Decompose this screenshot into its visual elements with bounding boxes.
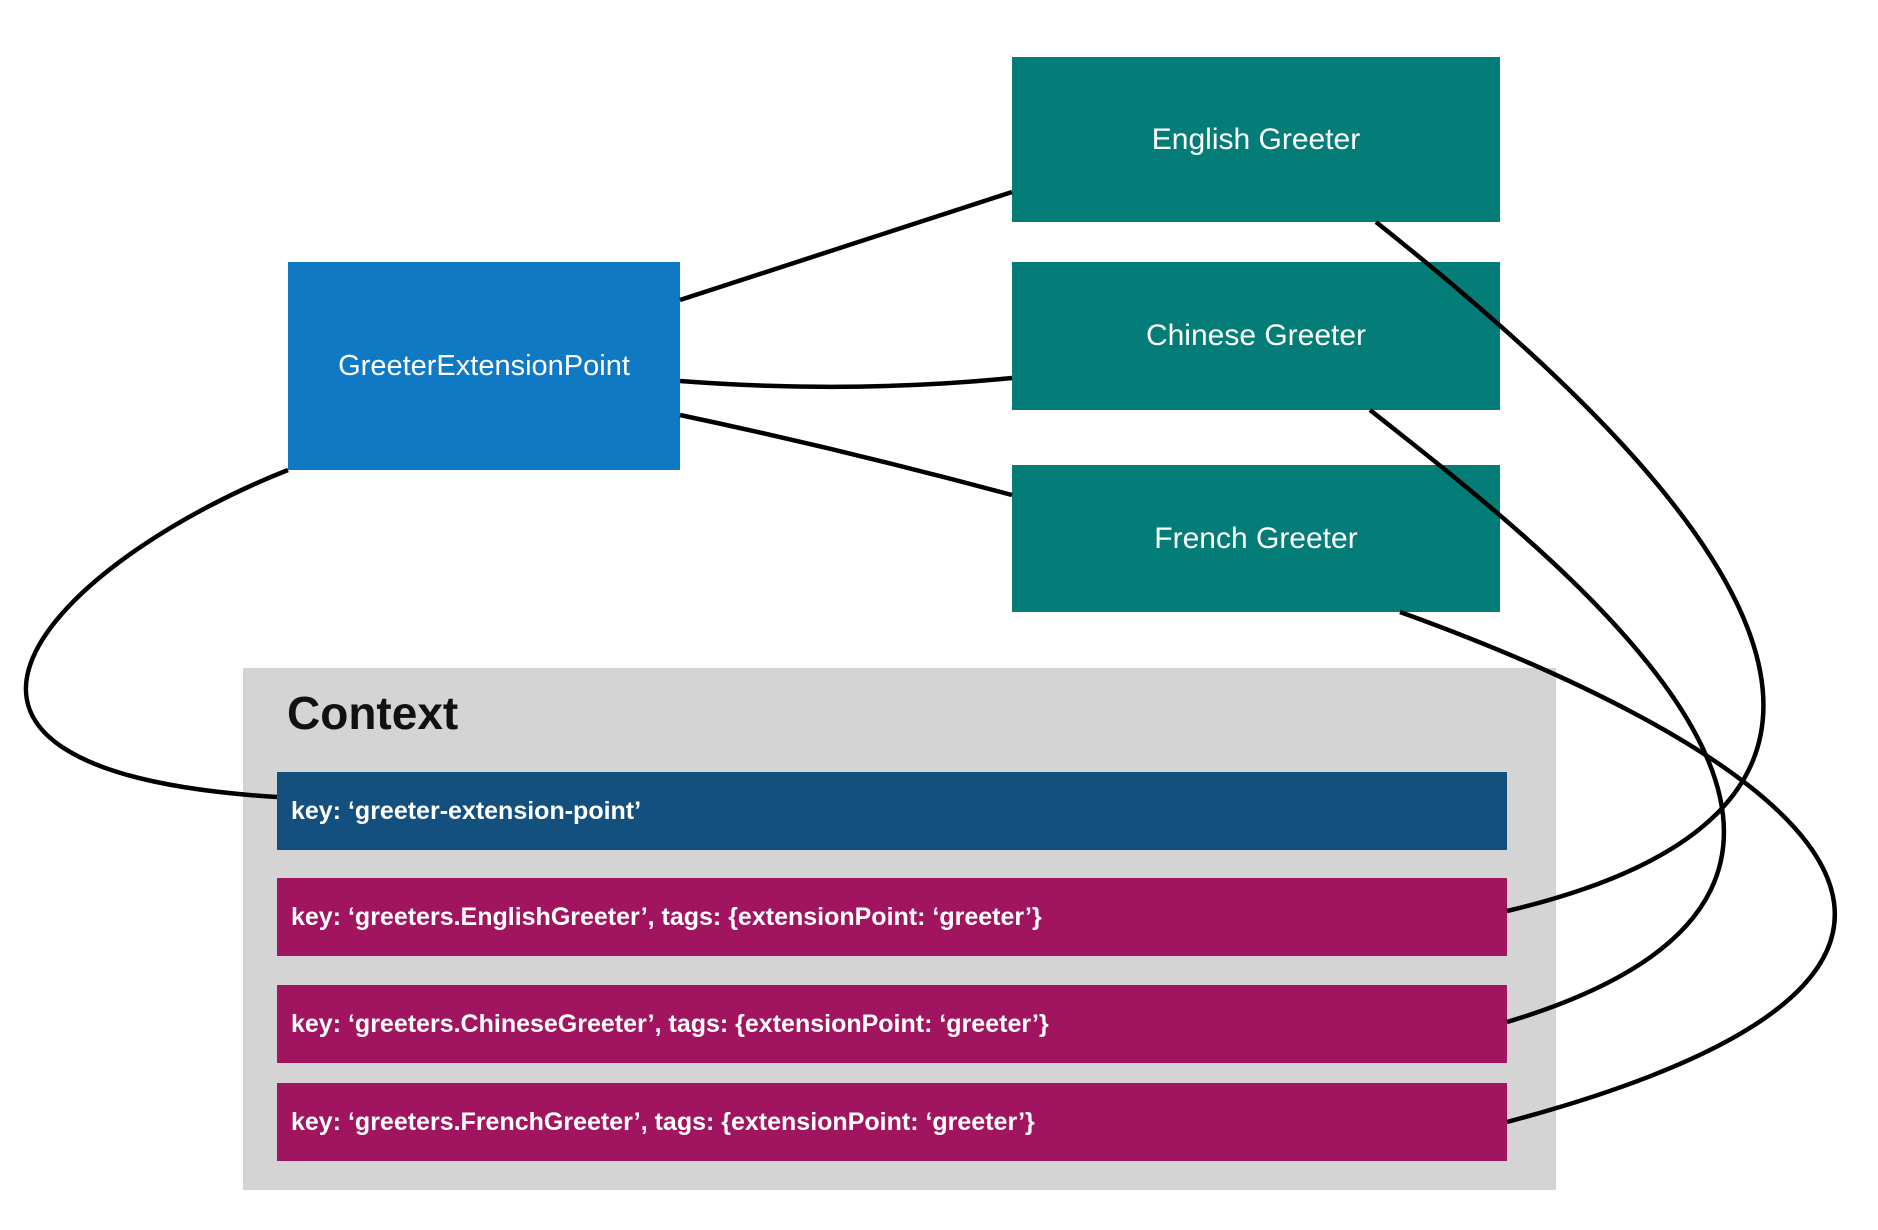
node-label: Chinese Greeter (1145, 319, 1367, 352)
node-english-greeter: English Greeter (1012, 57, 1500, 222)
context-entry-extension-point-key: key: ‘greeter-extension-point’ (277, 772, 1507, 850)
connector-extensionpoint-to-chinese (679, 375, 1013, 390)
connector-extensionpoint-to-english (679, 189, 1013, 303)
context-entry-text: key: ‘greeters.ChineseGreeter’, tags: {e… (291, 1009, 1049, 1038)
node-french-greeter: French Greeter (1012, 465, 1500, 612)
connector-extensionpoint-to-french (679, 412, 1013, 498)
node-chinese-greeter: Chinese Greeter (1012, 262, 1500, 410)
node-greeter-extension-point: GreeterExtensionPoint (288, 262, 680, 470)
context-entry-text: key: ‘greeters.EnglishGreeter’, tags: {e… (291, 902, 1042, 931)
context-entry-english-greeter-key: key: ‘greeters.EnglishGreeter’, tags: {e… (277, 878, 1507, 956)
node-label: GreeterExtensionPoint (338, 349, 630, 382)
context-entry-french-greeter-key: key: ‘greeters.FrenchGreeter’, tags: {ex… (277, 1083, 1507, 1161)
context-entry-text: key: ‘greeter-extension-point’ (291, 796, 642, 825)
context-entry-chinese-greeter-key: key: ‘greeters.ChineseGreeter’, tags: {e… (277, 985, 1507, 1063)
context-title: Context (287, 687, 459, 739)
context-container: Context key: ‘greeter-extension-point’ k… (243, 668, 1556, 1190)
node-label: English Greeter (1151, 122, 1361, 156)
context-entry-text: key: ‘greeters.FrenchGreeter’, tags: {ex… (291, 1107, 1035, 1136)
node-label: French Greeter (1154, 521, 1358, 555)
